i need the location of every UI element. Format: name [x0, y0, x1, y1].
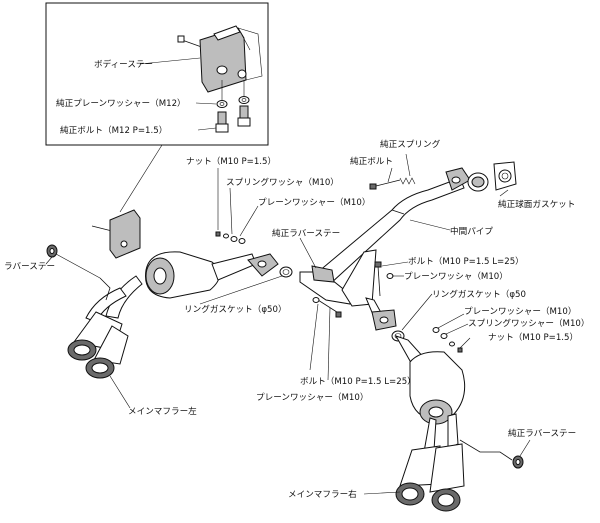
label-oem-ball-gasket: 純正球面ガスケット [498, 198, 575, 210]
label-oem-washer-m12: 純正プレーンワッシャー（M12） [56, 97, 186, 109]
label-spring-washer-m10-right: スプリングワッシャー（M10） [468, 317, 589, 329]
label-main-muffler-right: メインマフラー右 [288, 488, 357, 500]
label-body-stay: ボディーステー [94, 58, 153, 70]
label-main-muffler-left: メインマフラー左 [128, 405, 197, 417]
hardware-stack-right [432, 327, 463, 353]
label-nut-m10-top: ナット（M10 P=1.5） [186, 156, 276, 167]
label-ring-gasket-left: リングガスケット（φ50） [184, 303, 287, 315]
front-flange [445, 167, 471, 191]
ring-gasket-left [279, 266, 293, 278]
oem-bolt-m12-left [215, 111, 229, 133]
label-oem-rubber-stay-right: 純正ラバーステー [508, 427, 576, 439]
body-stay-bracket [177, 25, 263, 93]
left-hanger-bracket [91, 209, 141, 259]
exhaust-flange-front [493, 161, 517, 191]
label-oem-bolt: 純正ボルト [350, 155, 393, 167]
oem-washer-m12-right [238, 96, 250, 104]
main-muffler-left [67, 251, 257, 379]
label-oem-bolt-m12: 純正ボルト（M12 P=1.5） [60, 124, 167, 136]
bolt-m10-bottom [312, 297, 342, 318]
oem-rubber-stay-right [512, 455, 524, 469]
oem-ball-gasket [467, 172, 489, 192]
label-nut-m10-right: ナット（M10 P=1.5） [488, 332, 578, 343]
label-plain-washer-m10-right2: プレーンワッシャー（M10） [464, 306, 576, 317]
rubber-stay [46, 244, 58, 258]
label-bolt-m10-right: ボルト（M10 P=1.5 L=25） [408, 256, 524, 267]
main-muffler-right [394, 335, 513, 512]
oem-rubber-stay-mid [311, 265, 335, 283]
label-mid-pipe: 中間パイプ [450, 225, 493, 237]
bolt-m10-right [374, 261, 382, 297]
label-oem-rubber-stay-mid: 純正ラバーステー [272, 227, 340, 239]
oem-bolt-m12-right [237, 105, 251, 127]
label-plain-washer-m10-bottom: プレーンワッシャー（M10） [256, 392, 368, 403]
label-plain-washer-m10-right: プレーンワッシャ（M10） [404, 271, 508, 282]
label-bolt-m10-bottom: ボルト（M10 P=1.5 L=25） [300, 376, 416, 387]
label-spring-washer-m10-top: スプリングワッシャ（M10） [226, 176, 339, 188]
label-rubber-stay: ラバーステー [4, 261, 55, 272]
oem-washer-m12-left [216, 100, 228, 108]
hardware-stack-top [215, 231, 246, 244]
oem-bolt-spring [369, 177, 416, 190]
right-flange [371, 309, 397, 331]
label-plain-washer-m10-top: プレーンワッシャー（M10） [258, 197, 370, 208]
label-ring-gasket-right: リングガスケット（φ50 [432, 288, 526, 300]
label-oem-spring: 純正スプリング [380, 138, 441, 150]
left-flange [247, 253, 279, 277]
